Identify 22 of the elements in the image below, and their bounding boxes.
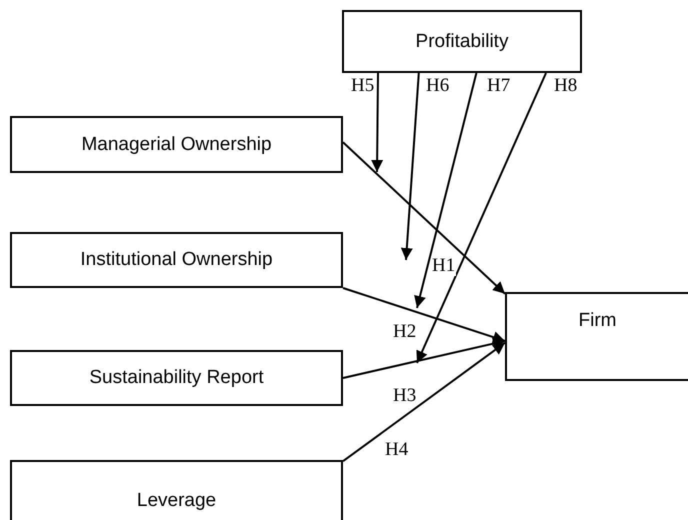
box — [10, 232, 343, 288]
arrow — [342, 287, 506, 343]
box — [10, 350, 343, 406]
box — [342, 10, 582, 73]
box-label: Profitability — [416, 30, 508, 52]
arrow — [414, 72, 478, 308]
arrow — [342, 141, 506, 295]
arrow — [400, 72, 420, 260]
box-label: Institutional Ownership — [80, 249, 273, 271]
edge-label: H1 — [431, 256, 456, 276]
arrow — [371, 72, 384, 172]
box — [505, 292, 688, 381]
box-label: Sustainability Report — [89, 367, 264, 389]
box-label: Leverage — [136, 490, 216, 512]
arrow — [416, 72, 547, 364]
edge-label: H3 — [392, 386, 418, 406]
box-label: Managerial Ownership — [81, 134, 272, 156]
arrow — [342, 342, 506, 462]
box — [10, 116, 343, 173]
box-label: Firm — [578, 310, 616, 332]
box — [10, 460, 343, 520]
arrow — [342, 338, 506, 379]
